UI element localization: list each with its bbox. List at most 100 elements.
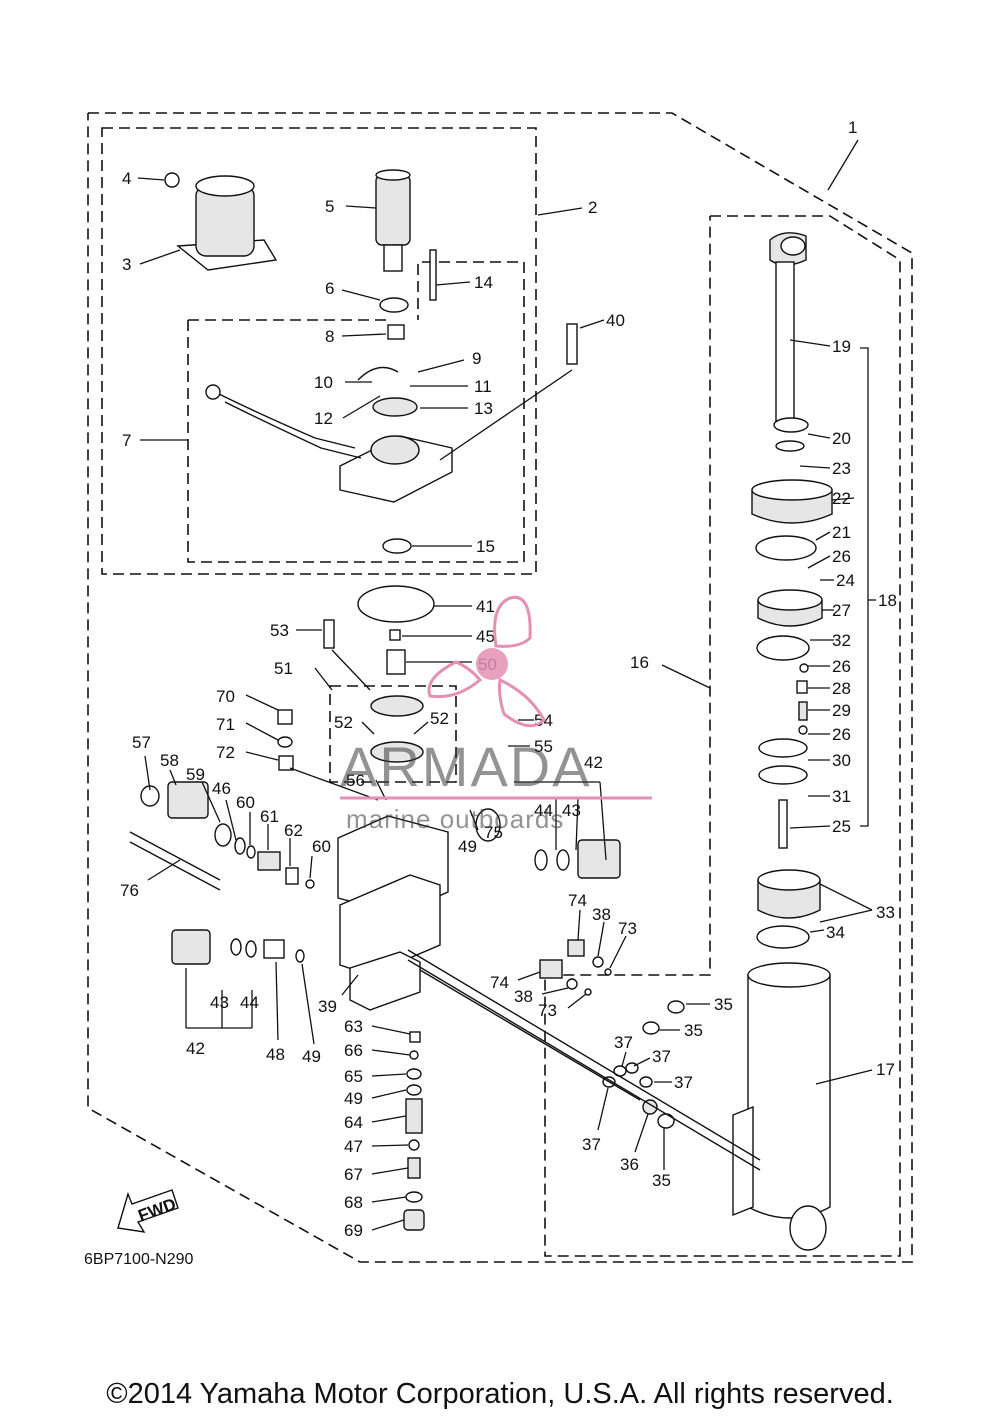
callout-64: 64: [344, 1113, 363, 1132]
callout-74-a: 74: [568, 891, 587, 910]
callout-35-b: 35: [684, 1021, 703, 1040]
callout-17: 17: [876, 1060, 895, 1079]
callout-48: 48: [266, 1045, 285, 1064]
callout-26-a: 26: [832, 547, 851, 566]
fwd-label: FWD: [136, 1194, 179, 1225]
watermark-tagline: marine outboards: [346, 804, 564, 834]
callout-41: 41: [476, 597, 495, 616]
callout-59: 59: [186, 765, 205, 784]
callout-9: 9: [472, 349, 481, 368]
callout-27: 27: [832, 601, 851, 620]
callout-23: 23: [832, 459, 851, 478]
callout-43-a: 43: [562, 801, 581, 820]
callout-34: 34: [826, 923, 845, 942]
callout-55: 55: [534, 737, 553, 756]
callout-22: 22: [832, 489, 851, 508]
callout-61: 61: [260, 807, 279, 826]
callout-26-b: 26: [832, 657, 851, 676]
callout-30: 30: [832, 751, 851, 770]
callout-4: 4: [122, 169, 131, 188]
propeller-logo-icon: [427, 595, 546, 728]
callout-69: 69: [344, 1221, 363, 1240]
callout-76: 76: [120, 881, 139, 900]
callout-10: 10: [314, 373, 333, 392]
callout-47: 47: [344, 1137, 363, 1156]
callout-16: 16: [630, 653, 649, 672]
callout-8: 8: [325, 327, 334, 346]
callout-43-b: 43: [210, 993, 229, 1012]
callout-63: 63: [344, 1017, 363, 1036]
callout-37-c: 37: [674, 1073, 693, 1092]
callout-52-b: 52: [430, 709, 449, 728]
callout-40: 40: [606, 311, 625, 330]
callout-33: 33: [876, 903, 895, 922]
callout-5: 5: [325, 197, 334, 216]
pump-body-parts: [129, 619, 761, 1231]
callout-49-c: 49: [344, 1089, 363, 1108]
callout-68: 68: [344, 1193, 363, 1212]
callout-74-b: 74: [490, 973, 509, 992]
armada-watermark: ARMADA marine outboards: [340, 595, 652, 834]
callout-14: 14: [474, 273, 493, 292]
callout-1: 1: [848, 118, 857, 137]
callout-37-b: 37: [652, 1047, 671, 1066]
callout-52-a: 52: [334, 713, 353, 732]
callout-42-a: 42: [584, 753, 603, 772]
callout-20: 20: [832, 429, 851, 448]
callout-44-a: 44: [534, 801, 553, 820]
callout-12: 12: [314, 409, 333, 428]
callout-53: 53: [270, 621, 289, 640]
propeller-hub: [476, 648, 508, 680]
callout-58: 58: [160, 751, 179, 770]
watermark-brand: ARMADA: [340, 735, 592, 798]
callout-37-d: 37: [582, 1135, 601, 1154]
callout-72: 72: [216, 743, 235, 762]
callout-67: 67: [344, 1165, 363, 1184]
tilt-cylinder-parts: [732, 232, 833, 1251]
assembly-boundaries: [87, 112, 913, 1263]
callout-73-b: 73: [538, 1001, 557, 1020]
callout-56: 56: [346, 771, 365, 790]
propeller-blade-3: [427, 660, 483, 699]
callout-2: 2: [588, 198, 597, 217]
callout-25: 25: [832, 817, 851, 836]
callout-38-a: 38: [592, 905, 611, 924]
callout-32: 32: [832, 631, 851, 650]
callout-60-b: 60: [312, 837, 331, 856]
callout-44-b: 44: [240, 993, 259, 1012]
callout-29: 29: [832, 701, 851, 720]
callout-57: 57: [132, 733, 151, 752]
callout-28: 28: [832, 679, 851, 698]
callout-49-a: 49: [458, 837, 477, 856]
callout-35-c: 35: [652, 1171, 671, 1190]
callout-46: 46: [212, 779, 231, 798]
callout-13: 13: [474, 399, 493, 418]
callout-15: 15: [476, 537, 495, 556]
callout-65: 65: [344, 1067, 363, 1086]
propeller-blade-2: [498, 677, 546, 728]
callout-18: 18: [878, 591, 897, 610]
callout-71: 71: [216, 715, 235, 734]
leader-lines: [137, 139, 876, 1231]
callout-70: 70: [216, 687, 235, 706]
callout-51: 51: [274, 659, 293, 678]
copyright-notice: ©2014 Yamaha Motor Corporation, U.S.A. A…: [106, 1378, 894, 1410]
callout-35-a: 35: [714, 995, 733, 1014]
callout-11: 11: [474, 377, 492, 396]
fwd-arrow-icon: FWD: [117, 1189, 179, 1233]
callout-73-a: 73: [618, 919, 637, 938]
callout-62: 62: [284, 821, 303, 840]
callout-60-a: 60: [236, 793, 255, 812]
diagram-code: 6BP7100-N290: [84, 1251, 194, 1268]
callout-37-a: 37: [614, 1033, 633, 1052]
callout-31: 31: [832, 787, 851, 806]
callout-36: 36: [620, 1155, 639, 1174]
motor-parts: [164, 169, 578, 623]
callout-19: 19: [832, 337, 851, 356]
callout-42-b: 42: [186, 1039, 205, 1058]
part-callouts: 1 2 3 4 5 6 7 8 9 10 11 12 13 14 15 16 1…: [120, 118, 897, 1240]
callout-39: 39: [318, 997, 337, 1016]
callout-21: 21: [832, 523, 851, 542]
propeller-blade-1: [493, 595, 532, 648]
